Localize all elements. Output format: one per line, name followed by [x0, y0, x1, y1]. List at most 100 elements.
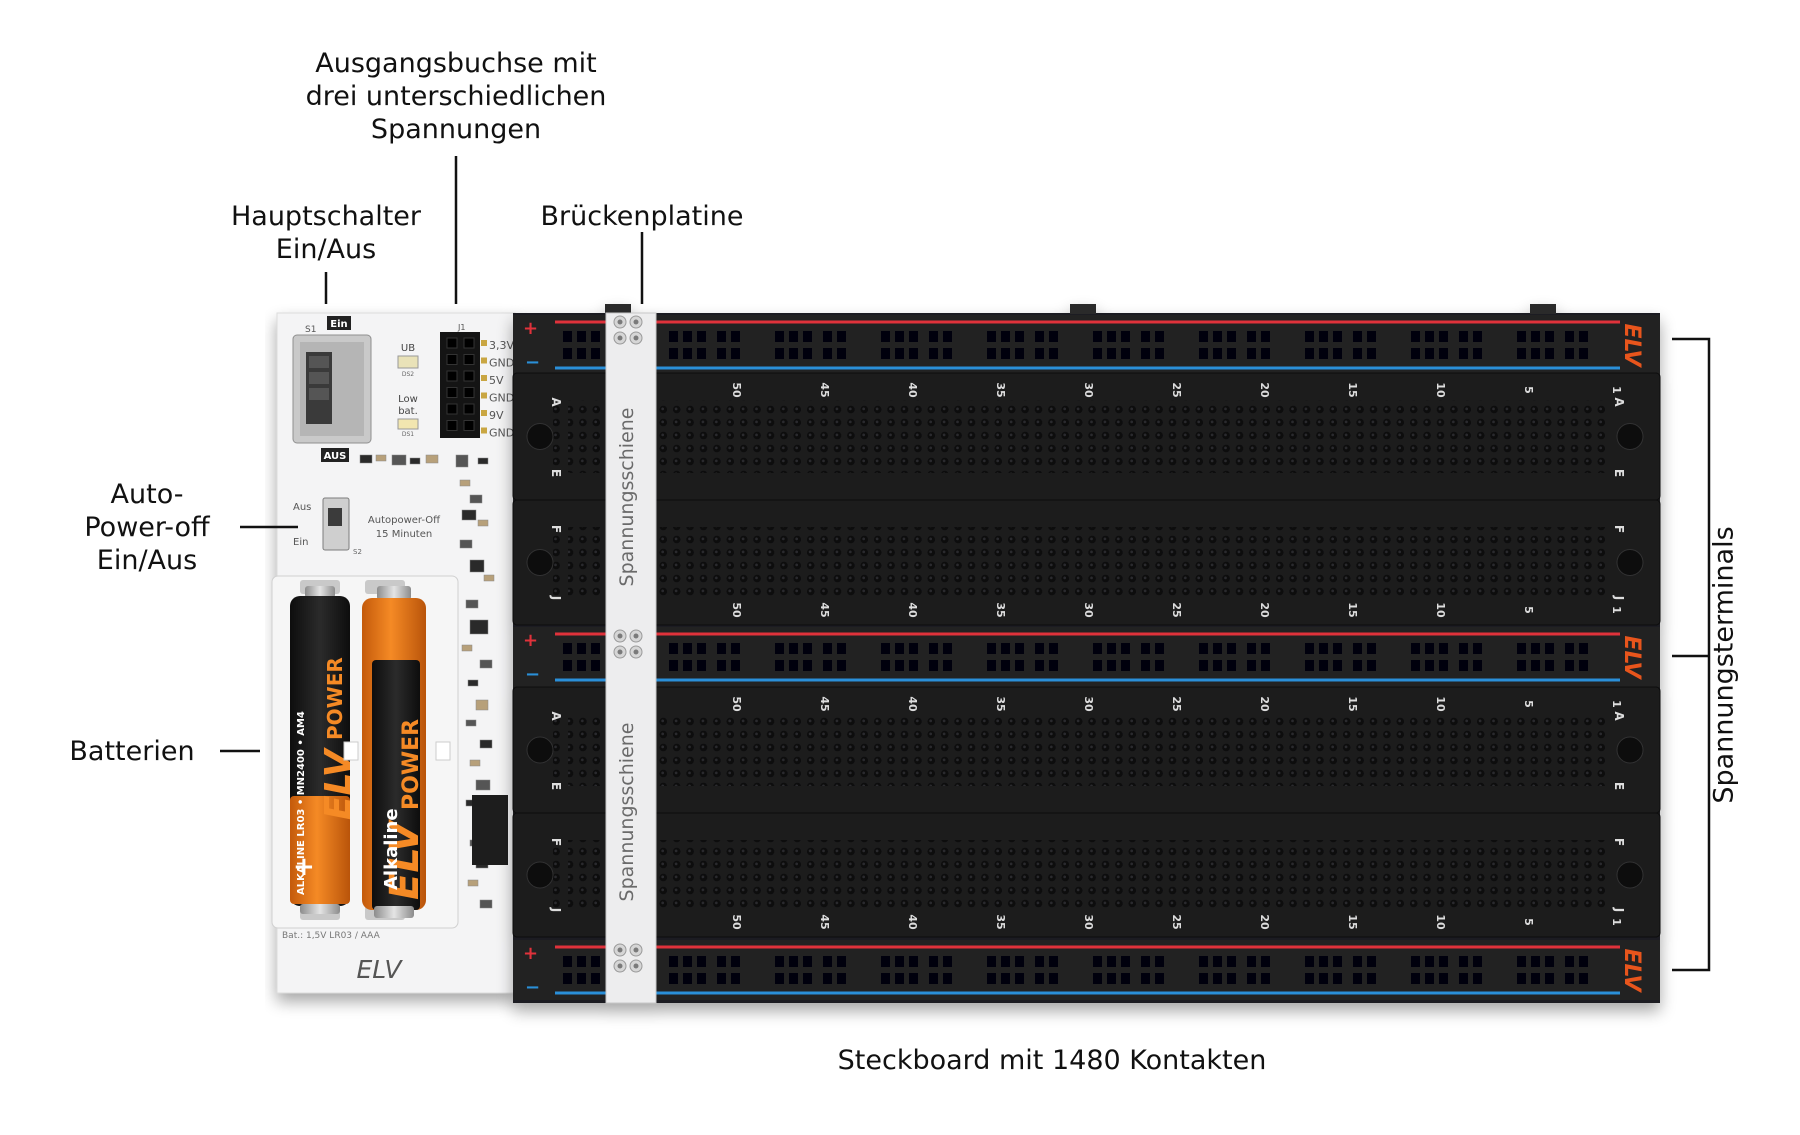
column-number: 5: [1522, 918, 1535, 926]
column-number: 10: [1434, 602, 1447, 618]
power-rail[interactable]: +−ELV: [513, 315, 1660, 375]
j1-label: J1: [457, 323, 465, 332]
column-number: 40: [906, 382, 919, 398]
row-letter: E: [549, 469, 563, 477]
column-number: 5: [1522, 606, 1535, 614]
column-number: 1: [1610, 606, 1623, 614]
column-number: 35: [994, 382, 1007, 397]
rail-plus-sign: +: [523, 318, 538, 339]
column-number: 20: [1258, 602, 1271, 618]
smd-components: [359, 454, 508, 909]
column-number: 20: [1258, 382, 1271, 398]
column-number: 15: [1346, 696, 1359, 711]
low-bat-label-2: bat.: [398, 406, 418, 417]
rail-minus-sign: −: [525, 664, 540, 685]
battery-2-brand: ELV: [382, 819, 428, 900]
callout-lines: [220, 156, 1711, 972]
column-number: 35: [994, 602, 1007, 617]
label-auto-power-off-line-1: Auto-: [110, 479, 184, 510]
s2-label: S2: [353, 548, 362, 556]
column-number: 10: [1434, 382, 1447, 398]
column-number: 50: [730, 382, 743, 398]
column-number: 50: [730, 914, 743, 930]
row-letter: F: [549, 838, 563, 846]
row-letter: F: [1612, 525, 1626, 533]
label-main-switch-line-1: Hauptschalter: [230, 201, 422, 232]
row-letter: J: [1612, 595, 1626, 600]
low-bat-label-1: Low: [398, 394, 418, 405]
row-letter: J: [549, 907, 563, 912]
label-breadboard-text: Steckboard mit 1480 Kontakten: [837, 1045, 1267, 1076]
rail-brand-logo: ELV: [1619, 323, 1644, 368]
bracket-voltage-terminals: [1672, 337, 1711, 972]
ds1-label: DS1: [402, 431, 414, 438]
column-number: 45: [818, 696, 831, 711]
power-rail[interactable]: +−ELV: [513, 627, 1660, 687]
row-letter: E: [549, 782, 563, 790]
rail-label: Spannungsschiene: [616, 723, 638, 902]
column-number: 25: [1170, 914, 1183, 929]
column-number: 45: [818, 914, 831, 929]
column-number: 30: [1082, 602, 1095, 618]
auto-power-off-switch[interactable]: Aus Ein S2: [293, 497, 362, 556]
battery-2-line: POWER: [399, 719, 424, 810]
row-letter: F: [549, 525, 563, 533]
rail-brand-logo: ELV: [1619, 635, 1644, 680]
label-voltage-terminals-text: Spannungsterminals: [1708, 526, 1740, 804]
column-number: 50: [730, 696, 743, 712]
row-letter: A: [1612, 397, 1626, 407]
column-number: 1: [1610, 700, 1623, 708]
rail-minus-sign: −: [525, 977, 540, 998]
row-letter: F: [1612, 838, 1626, 846]
column-number: 1: [1610, 386, 1623, 394]
row-letter: A: [549, 711, 563, 721]
rail-label: Spannungsschiene: [616, 408, 638, 587]
label-breadboard: Steckboard mit 1480 Kontakten: [838, 1044, 1267, 1077]
rail-plus-sign: +: [523, 943, 538, 964]
output-label: GND: [489, 392, 514, 405]
autopower-text-1: Autopower-Off: [368, 515, 441, 526]
battery-spec-label: Bat.: 1,5V LR03 / AAA: [282, 931, 381, 941]
ub-label: UB: [401, 343, 415, 354]
output-label: 9V: [489, 409, 504, 422]
column-number: 15: [1346, 602, 1359, 617]
output-label: 5V: [489, 374, 504, 387]
label-output-socket-line-1: Ausgangsbuchse mit: [315, 48, 597, 79]
column-number: 30: [1082, 914, 1095, 930]
column-number: 35: [994, 696, 1007, 711]
main-switch[interactable]: S1 Ein AUS: [292, 316, 372, 462]
s1-label: S1: [305, 325, 316, 335]
column-number: 45: [818, 382, 831, 397]
led-low-bat: [397, 418, 419, 430]
row-letter: E: [1612, 469, 1626, 477]
column-number: 45: [818, 602, 831, 617]
label-output-socket-line-3: Spannungen: [370, 114, 542, 145]
label-auto-power-off: Auto- Power-off Ein/Aus: [84, 478, 209, 577]
label-batteries: Batterien: [69, 735, 194, 768]
output-label: GND: [489, 357, 514, 370]
row-letter: A: [549, 397, 563, 407]
column-number: 40: [906, 914, 919, 930]
column-number: 50: [730, 602, 743, 618]
auto-aus-label: Aus: [293, 502, 311, 513]
row-letter: A: [1612, 711, 1626, 721]
row-letter: J: [1612, 907, 1626, 912]
column-number: 30: [1082, 696, 1095, 712]
output-label: GND: [489, 427, 514, 440]
battery-2-type: Alkaline: [381, 808, 402, 890]
column-number: 25: [1170, 382, 1183, 397]
label-main-switch-line-2: Ein/Aus: [275, 234, 377, 265]
column-number: 25: [1170, 696, 1183, 711]
power-rail[interactable]: + − ELV: [513, 940, 1660, 1000]
rail-brand-logo: ELV: [1619, 948, 1644, 993]
column-number: 10: [1434, 696, 1447, 712]
battery-1: + ELV POWER ALKALINE LR03 • MN2400 • AM4: [290, 586, 359, 914]
